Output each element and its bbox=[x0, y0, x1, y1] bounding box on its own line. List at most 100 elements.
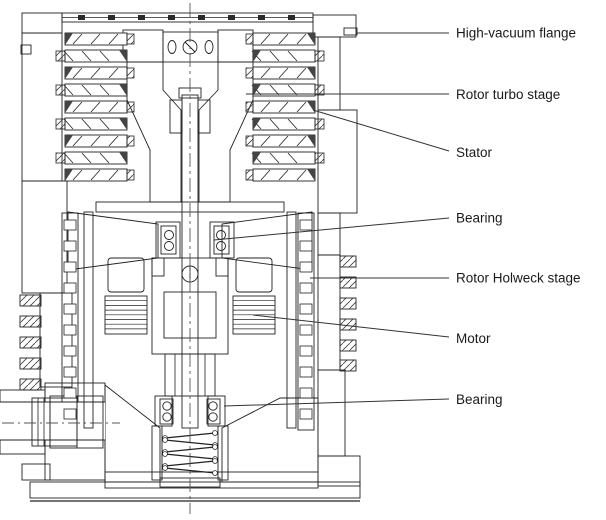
blade-section-line bbox=[81, 84, 92, 96]
outer-casing bbox=[19, 12, 361, 502]
holweck-thread-groove bbox=[63, 240, 77, 252]
cooling-fin bbox=[339, 276, 357, 289]
spring-coil-turn bbox=[164, 467, 216, 474]
stator-blade-row bbox=[252, 151, 316, 165]
cooling-fins-left bbox=[19, 294, 42, 391]
blade-tip bbox=[65, 169, 73, 181]
flange-bolt-tick bbox=[168, 15, 175, 20]
spring-coil-turn bbox=[164, 439, 216, 446]
stator-spacer-ring bbox=[55, 84, 66, 96]
rotor-blade-root bbox=[245, 67, 254, 79]
rotor-blade-root bbox=[245, 135, 254, 147]
rotor-blade-root bbox=[126, 67, 135, 79]
holweck-stator-threads bbox=[63, 219, 313, 420]
holweck-thread-groove bbox=[63, 324, 77, 336]
blade-section-line bbox=[287, 50, 298, 62]
leader-motor bbox=[252, 314, 450, 338]
holweck-stage bbox=[63, 211, 313, 429]
blade-tip bbox=[253, 118, 261, 130]
spring-wire-section bbox=[212, 470, 218, 476]
blade-tip bbox=[307, 33, 315, 45]
stator-spacer-ring bbox=[314, 84, 325, 96]
stator-spacer-ring bbox=[55, 152, 66, 164]
bearing-ball bbox=[208, 412, 218, 422]
blade-tip bbox=[65, 33, 73, 45]
holweck-thread-groove bbox=[299, 240, 313, 252]
blade-section-line bbox=[90, 169, 101, 181]
stator-blade-row bbox=[252, 117, 316, 131]
blade-section-line bbox=[278, 135, 289, 147]
blade-section-line bbox=[90, 33, 101, 45]
cooling-fin bbox=[19, 357, 42, 370]
blade-section-line bbox=[81, 118, 92, 130]
blade-section-line bbox=[260, 33, 271, 45]
blade-section-line bbox=[99, 152, 110, 164]
flange-bolt-tick bbox=[108, 15, 115, 20]
blade-section-line bbox=[260, 67, 271, 79]
label-stator: Stator bbox=[456, 145, 493, 160]
holweck-thread-groove bbox=[63, 282, 77, 294]
blade-section-line bbox=[296, 135, 307, 147]
flange-bolt-tick bbox=[138, 15, 145, 20]
rotor-blade-root bbox=[126, 33, 135, 45]
rotor-blade-root bbox=[245, 33, 254, 45]
blade-section-line bbox=[287, 152, 298, 164]
bearing-ball bbox=[216, 241, 226, 251]
holweck-thread-groove bbox=[63, 345, 77, 357]
balance-hole bbox=[167, 40, 177, 54]
cooling-fin bbox=[19, 378, 42, 391]
motor-winding-head-right bbox=[235, 257, 273, 293]
blade-section-line bbox=[296, 67, 307, 79]
label-bearing-lower: Bearing bbox=[456, 392, 503, 407]
stator-spacer-ring bbox=[314, 118, 325, 130]
stator-spacer-ring bbox=[55, 50, 66, 62]
holweck-rotor-cylinder-left bbox=[83, 211, 94, 429]
blade-section-line bbox=[81, 152, 92, 164]
blade-section-line bbox=[72, 169, 83, 181]
holweck-thread-groove bbox=[299, 282, 313, 294]
blade-section-line bbox=[99, 84, 110, 96]
blade-section-line bbox=[72, 67, 83, 79]
blade-tip bbox=[119, 84, 127, 96]
spring-wire-section bbox=[212, 444, 218, 450]
flange-bolt-tick bbox=[258, 15, 265, 20]
blade-section-line bbox=[278, 169, 289, 181]
spring-wire-section bbox=[162, 437, 168, 443]
spring-wire-section bbox=[162, 465, 168, 471]
leader-lines bbox=[213, 32, 450, 407]
fore-vacuum-port bbox=[0, 389, 120, 455]
bearing-ball bbox=[164, 230, 174, 240]
lower-bearing bbox=[154, 395, 226, 427]
stator-blade-row bbox=[64, 83, 128, 97]
bearing-ball bbox=[162, 412, 172, 422]
bearing-ball bbox=[162, 401, 172, 411]
blade-tip bbox=[253, 152, 261, 164]
blade-section-line bbox=[287, 84, 298, 96]
holweck-thread-groove bbox=[63, 408, 77, 420]
holweck-thread-groove bbox=[63, 303, 77, 315]
blade-section-line bbox=[81, 50, 92, 62]
label-high-vacuum-flange: High-vacuum flange bbox=[456, 26, 576, 41]
blade-section-line bbox=[278, 33, 289, 45]
holweck-thread-groove bbox=[63, 366, 77, 378]
rotor-blade-root bbox=[126, 169, 135, 181]
stator-spacer-ring bbox=[55, 118, 66, 130]
holweck-thread-groove bbox=[299, 324, 313, 336]
flange-bolt-tick bbox=[288, 15, 295, 20]
cooling-fin bbox=[339, 297, 357, 310]
top-flange-plate bbox=[61, 12, 314, 23]
leader-bearing-upper bbox=[213, 217, 450, 241]
blade-section-line bbox=[108, 135, 119, 147]
blade-section-line bbox=[296, 101, 307, 113]
blade-tip bbox=[307, 169, 315, 181]
blade-section-line bbox=[63, 152, 74, 164]
blade-section-line bbox=[63, 84, 74, 96]
stator-blade-row bbox=[64, 151, 128, 165]
blade-section-line bbox=[108, 67, 119, 79]
blade-section-line bbox=[99, 50, 110, 62]
blade-tip bbox=[119, 152, 127, 164]
holweck-thread-groove bbox=[299, 345, 313, 357]
label-rotor-holweck-stage: Rotor Holweck stage bbox=[456, 271, 581, 286]
